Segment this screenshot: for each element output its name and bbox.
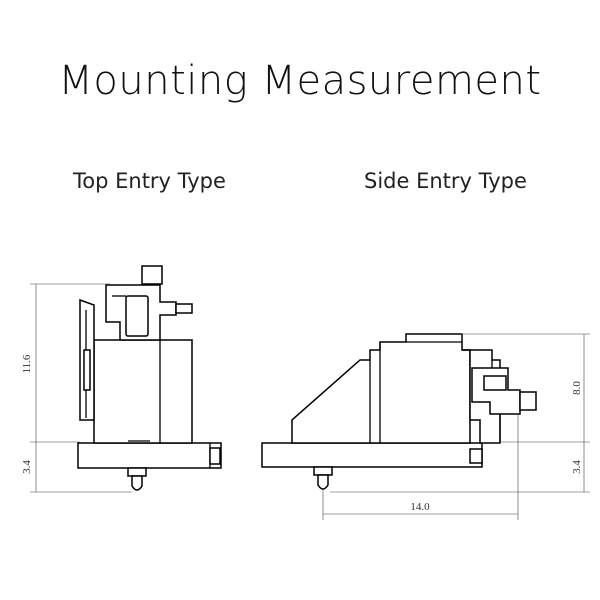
side-base-plate <box>261 442 483 468</box>
side-clip-inner <box>483 375 507 391</box>
side-clip-screw <box>519 391 537 411</box>
top-entry-label: Top Entry Type <box>73 169 226 193</box>
top-dim-base: 3.4 <box>21 460 33 474</box>
top-base-plate <box>77 442 222 469</box>
side-dim-height: 8.0 <box>571 381 583 395</box>
side-base-latch <box>469 448 483 464</box>
side-pin <box>317 474 329 490</box>
top-main-body <box>93 339 193 444</box>
diagram-title: Mounting Measurement <box>58 58 542 104</box>
side-dim-width: 14.0 <box>410 501 430 513</box>
top-dim-height: 11.6 <box>21 354 33 373</box>
side-housing <box>291 333 471 444</box>
top-pin-collar <box>127 467 147 477</box>
top-upper-screw <box>175 303 193 314</box>
top-entry-connector: 11.6 3.4 <box>21 265 222 493</box>
top-upper-clamp <box>125 295 149 337</box>
side-entry-connector: 8.0 3.4 14.0 <box>261 333 590 520</box>
top-pin <box>131 475 143 491</box>
side-dim-base: 3.4 <box>571 460 583 474</box>
side-entry-label: Side Entry Type <box>364 169 527 193</box>
top-base-latch <box>209 447 221 465</box>
top-hinge-slot <box>83 349 91 391</box>
top-upper-knob <box>141 265 163 285</box>
side-pin-collar <box>313 466 333 476</box>
